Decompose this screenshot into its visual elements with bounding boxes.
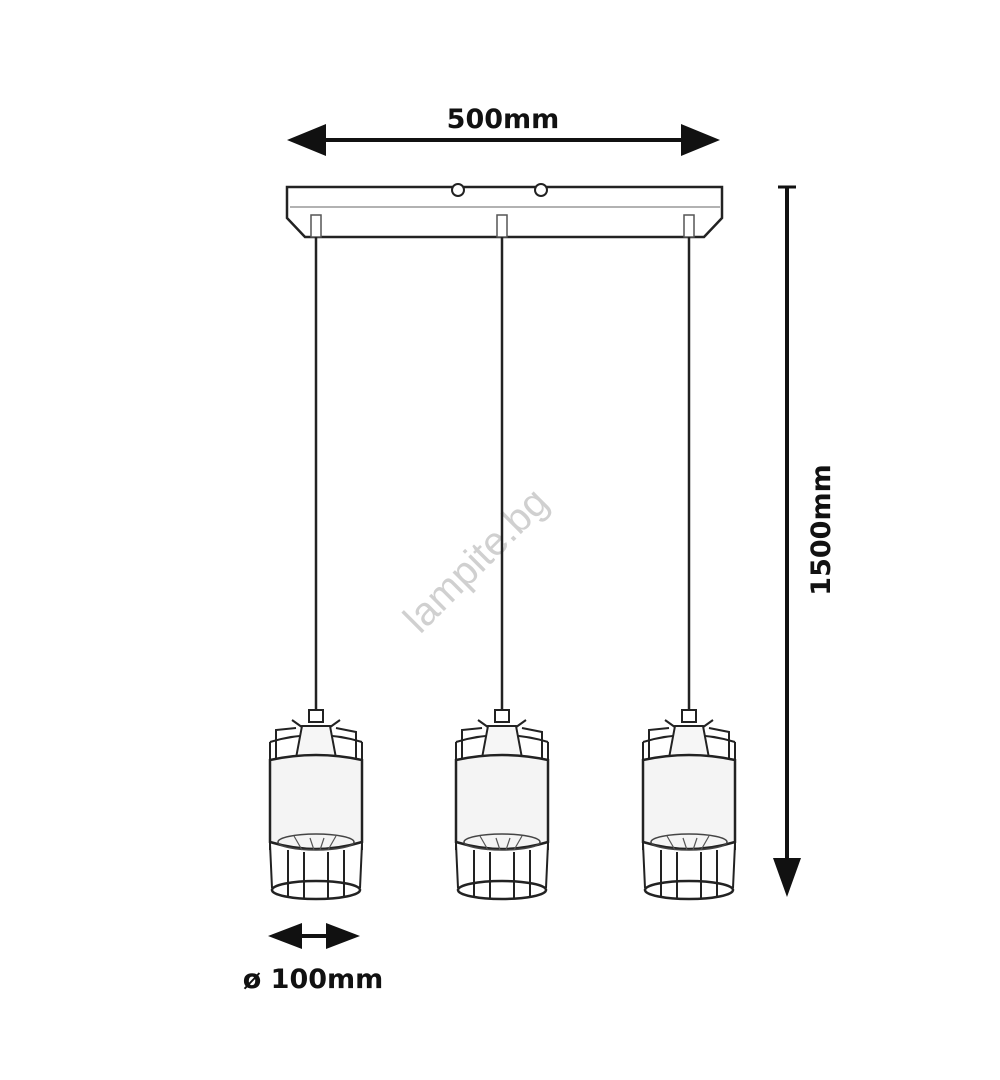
width-label: 500mm: [447, 104, 560, 135]
arrow-right-icon: [681, 124, 720, 156]
lamp-shade-2: [454, 708, 550, 901]
arrow-left-icon: [268, 923, 302, 949]
screw-icon: [451, 183, 465, 197]
height-dimension: 1500mm: [773, 185, 837, 897]
diameter-dimension: ø 100mm: [243, 923, 384, 995]
lamp-shade-1: [268, 708, 364, 901]
width-dimension: 500mm: [287, 104, 720, 156]
lamp-shade-3: [641, 708, 737, 901]
arrow-down-icon: [773, 858, 801, 897]
watermark: lampite.bg: [395, 480, 557, 642]
ceiling-canopy: [285, 183, 724, 239]
arrow-left-icon: [287, 124, 326, 156]
diameter-label: ø 100mm: [243, 964, 384, 995]
arrow-right-icon: [326, 923, 360, 949]
height-label: 1500mm: [806, 464, 837, 595]
screw-icon: [534, 183, 548, 197]
